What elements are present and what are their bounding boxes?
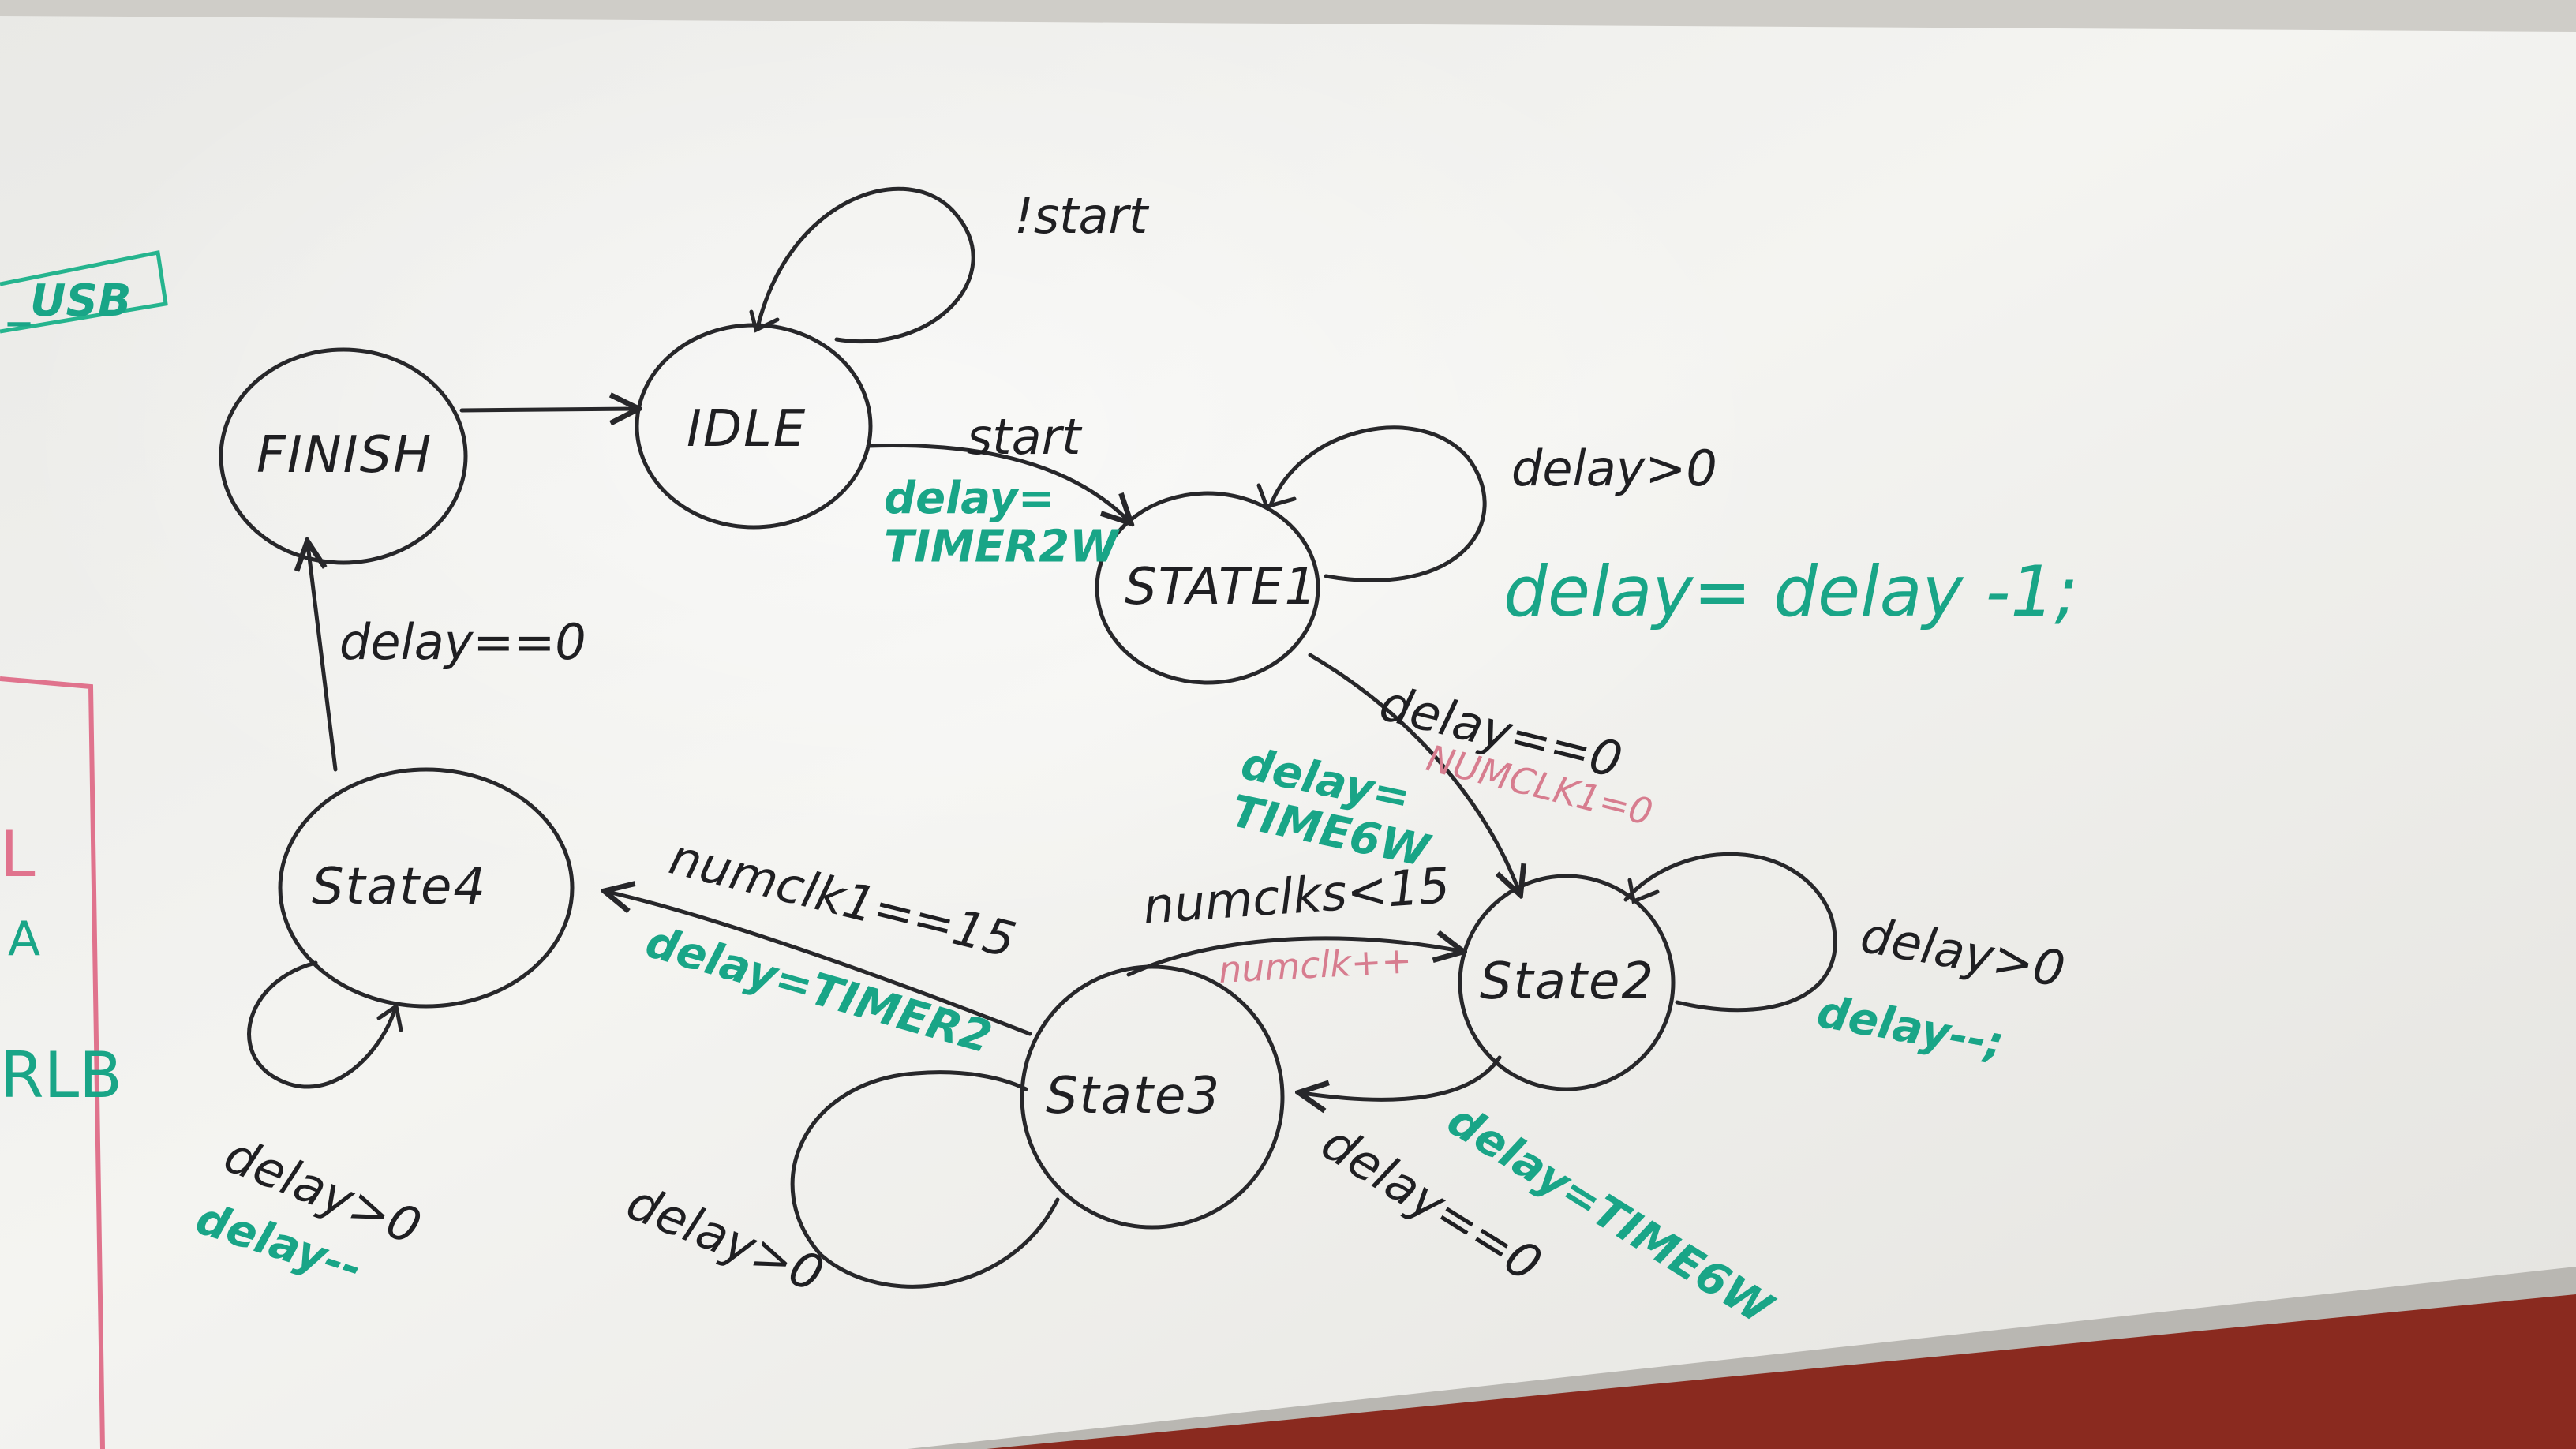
loop-idle-arrowhead — [749, 309, 780, 333]
loop-state4 — [247, 960, 397, 1089]
edge-idle-state1 — [866, 444, 1129, 521]
leftover-marks: _USB L A RLB — [0, 250, 168, 1449]
state1-circle — [1095, 491, 1320, 685]
edge-state4-finish — [308, 545, 338, 772]
state-finish-circle — [219, 347, 468, 565]
top-frame — [0, 0, 2576, 32]
state4-circle — [278, 767, 575, 1009]
usb-tag: _USB — [7, 275, 132, 327]
label-numclk-inc: numclk++ — [1218, 938, 1413, 991]
state2-label: State2 — [1480, 953, 1655, 1011]
loop-state4-arrowhead — [376, 1002, 403, 1032]
tag-a: A — [8, 912, 40, 967]
state3-label: State3 — [1046, 1067, 1221, 1125]
edge-state3-state2 — [1126, 938, 1460, 977]
loop-state2-arrowhead — [1627, 878, 1660, 904]
tag-l: L — [0, 818, 36, 891]
label-start: start — [967, 408, 1083, 466]
label-delay-decr-s1: delay= delay -1; — [1503, 551, 2078, 632]
label-not-start: !start — [1014, 187, 1150, 245]
loop-state1-arrowhead — [1256, 483, 1297, 510]
loop-idle — [755, 186, 975, 344]
tag-rlb: RLB — [0, 1039, 122, 1112]
state1-label: STATE1 — [1125, 558, 1318, 616]
state-finish-label: FINISH — [256, 426, 432, 485]
label-delay-gt0-s1: delay>0 — [1511, 440, 1717, 497]
label-delay-timer2w-1: delay=TIMER2W — [884, 473, 1121, 573]
bottom-frame — [908, 1267, 2576, 1449]
loop-state2 — [1623, 852, 1837, 1013]
state-idle-label: IDLE — [687, 400, 807, 459]
edge-finish-idle — [459, 409, 635, 410]
edge-state3-state4 — [608, 892, 1032, 1036]
loop-state3 — [790, 1070, 1060, 1289]
state4-label: State4 — [312, 858, 487, 916]
edge-state2-state3 — [1302, 1055, 1502, 1099]
state2-circle — [1458, 874, 1676, 1091]
edge-state1-state2 — [1308, 653, 1519, 892]
label-delay-eq0-s4: delay==0 — [339, 613, 586, 671]
loop-state1 — [1268, 425, 1487, 582]
